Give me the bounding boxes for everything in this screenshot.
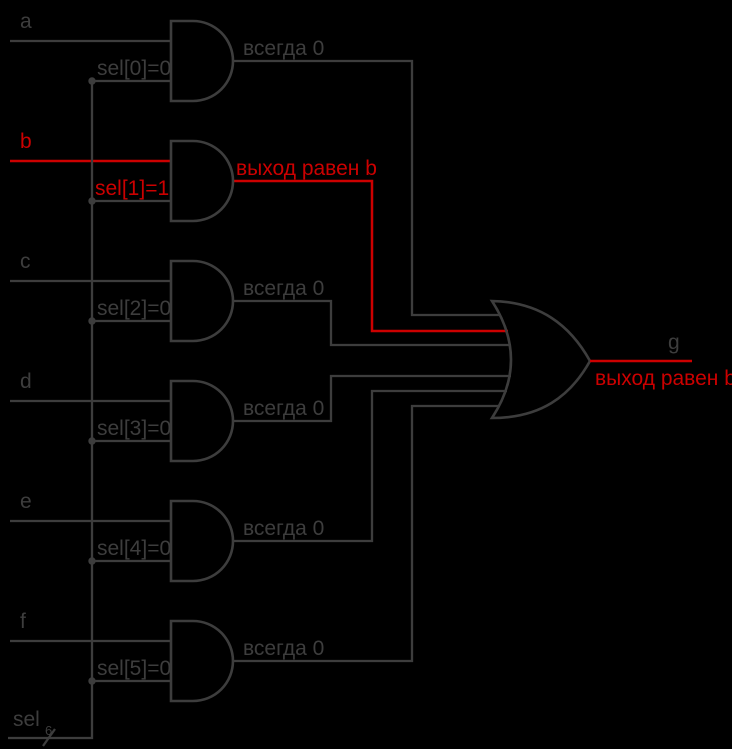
- and-gate-5-output-label: всегда 0: [243, 637, 324, 660]
- output-annotation: выход равен b: [595, 367, 732, 390]
- input-label-e: e: [20, 490, 32, 513]
- output-label-g: g: [668, 331, 680, 354]
- and-gate-1-output-label: выход равен b: [236, 157, 377, 180]
- and-gate-3: [169, 379, 235, 463]
- mux-branch-0: a sel[0]=0 всегда 0: [10, 10, 501, 317]
- and-gate-2-output-label: всегда 0: [243, 277, 324, 300]
- and-gate-0-output-wire: [233, 59, 501, 317]
- mux-branch-4: e sel[4]=0 всегда 0: [10, 389, 507, 583]
- and-gate-5-output-wire: [233, 404, 500, 663]
- and-gate-0-output-label: всегда 0: [243, 37, 324, 60]
- input-label-b: b: [20, 130, 32, 153]
- and-gate-5: [169, 619, 235, 703]
- and-gate-2: [169, 259, 235, 343]
- input-label-d: d: [20, 370, 32, 393]
- sel-label-2: sel[2]=0: [97, 297, 171, 320]
- and-gate-1: [169, 139, 235, 223]
- sel-label-4: sel[4]=0: [97, 537, 171, 560]
- and-gate-2-output-wire: [233, 299, 511, 347]
- and-gate-4-output-wire: [233, 389, 507, 543]
- mux-branch-2: c sel[2]=0 всегда 0: [10, 250, 511, 347]
- or-gate-stage: g выход равен b: [489, 299, 732, 420]
- and-gate-4-output-label: всегда 0: [243, 517, 324, 540]
- mux-branch-3: d sel[3]=0 всегда 0: [10, 370, 511, 463]
- and-gate-4: [169, 499, 235, 583]
- sel-bus: sel 6: [8, 81, 94, 747]
- and-gate-0: [169, 19, 235, 103]
- sel-bus-label: sel: [13, 708, 40, 731]
- and-gate-3-output-label: всегда 0: [243, 397, 324, 420]
- and-gate-1-output-wire: [233, 179, 508, 333]
- and-gate-3-output-wire: [233, 374, 511, 423]
- bus-width-tick: [42, 728, 56, 747]
- sel-bus-width-label: 6: [45, 723, 52, 738]
- input-label-f: f: [20, 610, 26, 633]
- or-gate: [489, 299, 592, 420]
- sel-label-0: sel[0]=0: [97, 57, 171, 80]
- sel-bus-wire: [8, 81, 94, 740]
- sel-label-5: sel[5]=0: [97, 657, 171, 680]
- input-label-c: c: [20, 250, 31, 273]
- sel-label-3: sel[3]=0: [97, 417, 171, 440]
- mux-branch-1: b sel[1]=1 выход равен b: [10, 130, 508, 333]
- sel-label-1: sel[1]=1: [95, 177, 169, 200]
- input-label-a: a: [20, 10, 32, 33]
- mux-branch-5: f sel[5]=0 всегда 0: [10, 404, 500, 703]
